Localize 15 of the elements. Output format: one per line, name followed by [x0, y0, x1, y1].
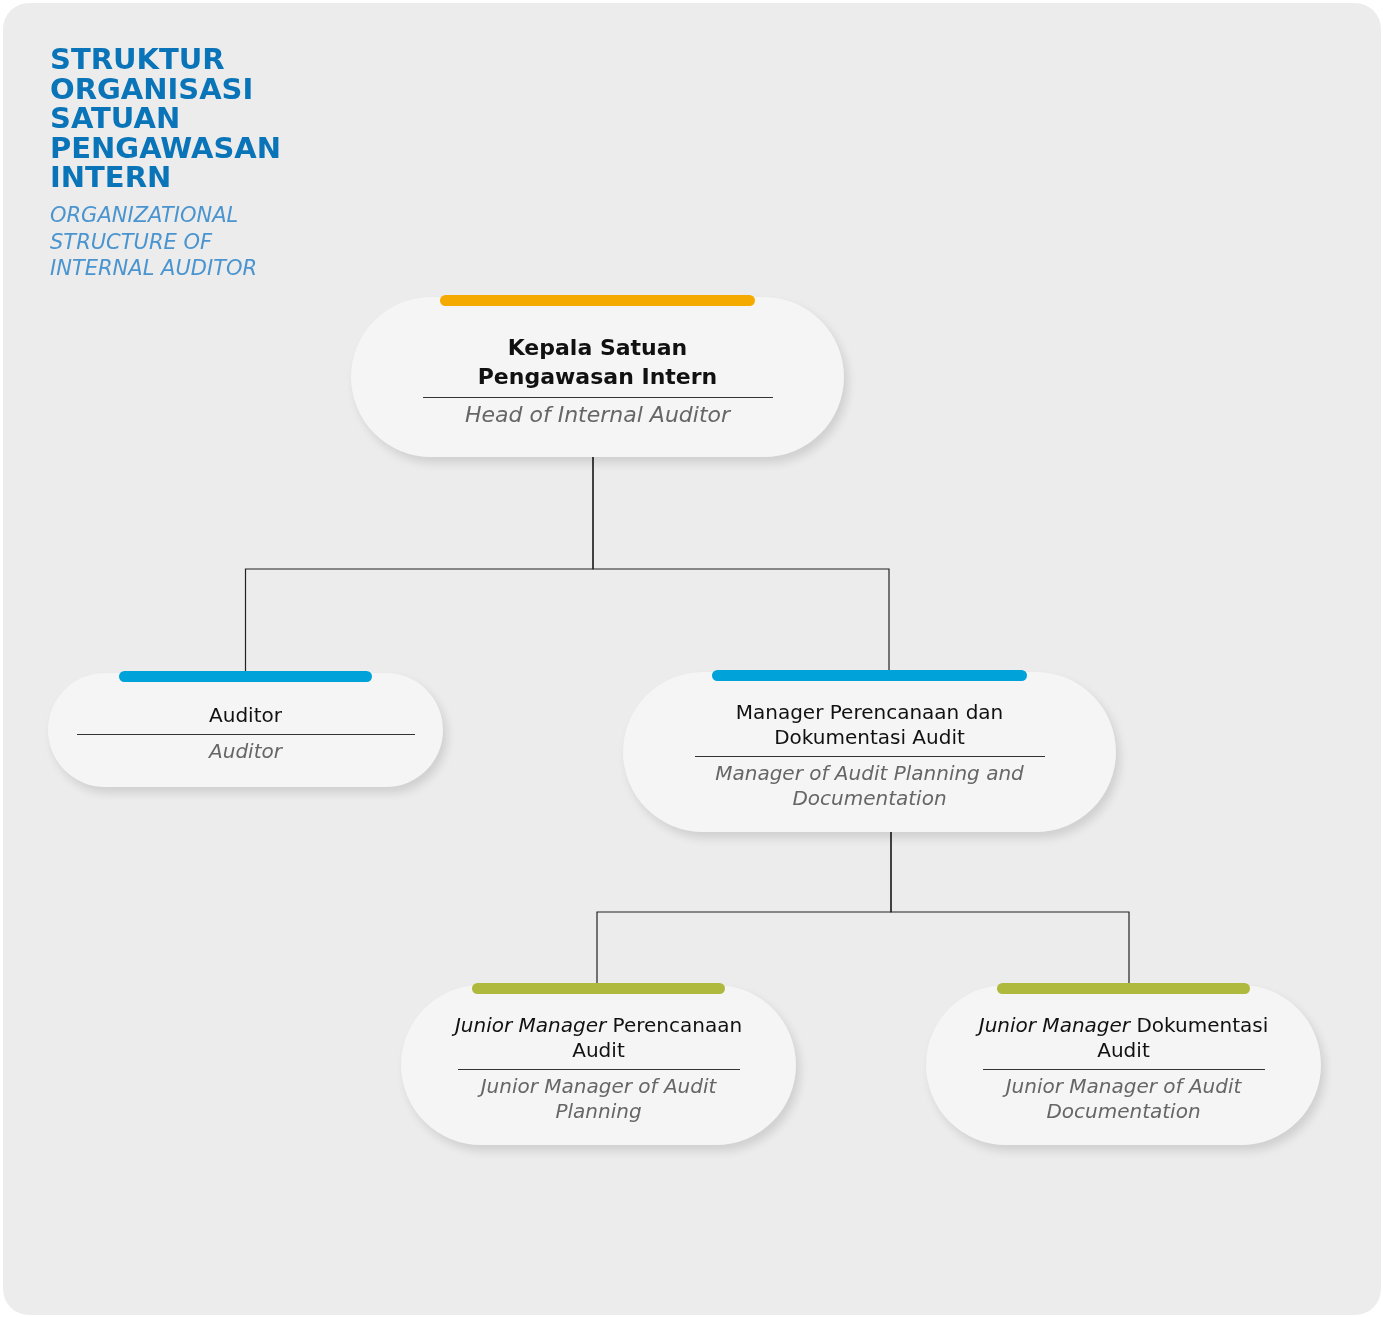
position-node: [48, 673, 443, 787]
subtitle: ORGANIZATIONAL STRUCTURE OF INTERNAL AUDITOR: [50, 202, 259, 282]
connector-line: [592, 456, 890, 673]
position-title: Auditor: [209, 702, 282, 729]
position-title: Manager Perencanaan dan Dokumentasi Audit: [734, 699, 1005, 751]
connector-line: [890, 831, 1130, 986]
position-translation: Manager of Audit Planning and Documentation: [714, 759, 1025, 811]
position-title: Kepala Satuan Pengawasan Intern: [476, 334, 719, 391]
chart-title: STRUKTUR ORGANISASI SATUAN PENGAWASAN INTERN: [50, 45, 282, 193]
position-title: Junior Manager Dokumentasi Audit: [977, 1012, 1270, 1069]
position-translation: Junior Manager of Audit Planning: [452, 1069, 745, 1124]
position-title: Junior Manager Perencanaan Audit: [452, 1012, 745, 1069]
position-translation: Auditor: [209, 737, 282, 764]
position-translation: Head of Internal Auditor: [464, 401, 731, 427]
position-translation: Junior Manager of Audit Documentation: [977, 1069, 1270, 1124]
